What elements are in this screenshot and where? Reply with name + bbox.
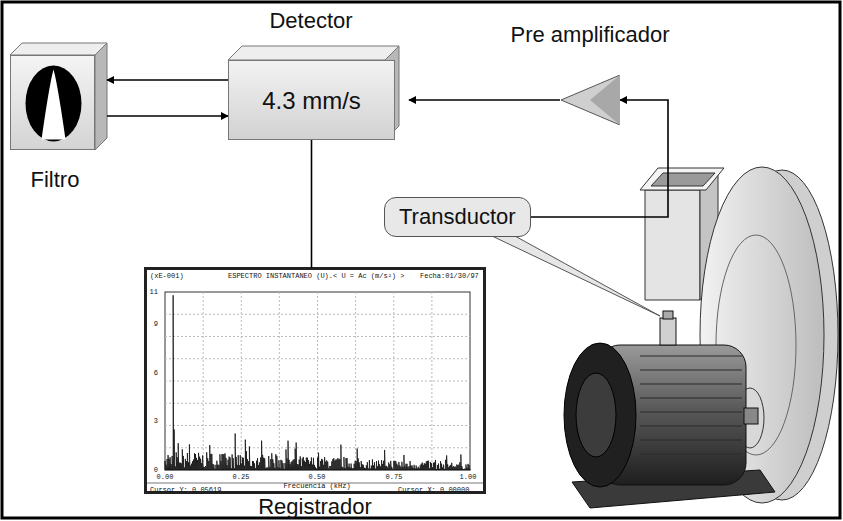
node-heading: Registrador xyxy=(145,494,485,520)
x-axis-title: Frecuencia (kHz) xyxy=(283,482,350,490)
grid-line xyxy=(431,292,432,470)
preamp-symbol: Pre amplificador xyxy=(495,22,685,127)
detector-box-top xyxy=(228,46,399,60)
grid-line xyxy=(165,447,470,448)
motor-fin xyxy=(640,439,742,440)
amp-triangle xyxy=(560,75,620,125)
filter-icon xyxy=(11,56,96,151)
motor-end-cap xyxy=(564,343,636,487)
motor-fins xyxy=(640,356,742,468)
motor-fin xyxy=(640,453,742,454)
sensor-body xyxy=(660,318,676,345)
x-axis-tick: 1.00 xyxy=(460,473,477,481)
motor-fin xyxy=(640,467,742,468)
node-shape xyxy=(145,268,485,493)
screen-frame xyxy=(145,268,485,493)
motor-fin xyxy=(640,355,742,356)
signal-connector xyxy=(409,99,560,101)
amp-triangle-shape xyxy=(561,75,620,125)
grid-line xyxy=(165,403,470,404)
grid-line xyxy=(355,292,356,470)
filter-icon-pass xyxy=(42,70,66,140)
signal-connector xyxy=(531,100,668,217)
filter-box: Filtro xyxy=(10,55,120,203)
sensor-cap xyxy=(663,311,673,319)
plot-area xyxy=(165,292,470,470)
motor-fin xyxy=(640,425,742,426)
cursor-readout: Cursor X: 0.00000 xyxy=(398,486,469,494)
motor-fin xyxy=(640,411,742,412)
node-heading: Filtro xyxy=(10,167,100,193)
y-axis-tick: 6 xyxy=(154,369,158,377)
x-axis-tick: 0.75 xyxy=(386,473,403,481)
motor-end-boss xyxy=(576,373,616,457)
spectrum-trace xyxy=(165,295,471,470)
y-axis-tick: 0 xyxy=(154,466,158,474)
motor-shaft xyxy=(744,408,758,424)
fan-duct xyxy=(645,190,700,300)
x-axis-tick: 0.00 xyxy=(157,473,174,481)
node-text: Transductor xyxy=(399,203,516,231)
filter-icon-disc xyxy=(26,66,82,142)
x-axis-tick: 0.50 xyxy=(309,473,326,481)
motor-illustration xyxy=(564,311,775,508)
amp-triangle-shade xyxy=(590,75,620,125)
filter-box-top xyxy=(10,43,107,55)
cursor-readout: Cursor Y: 0.05619 xyxy=(150,486,221,494)
motor-fin xyxy=(640,369,742,370)
detector-box: 4.3 mm/s Detector xyxy=(222,8,400,140)
grid-line xyxy=(165,314,470,315)
y-axis-tick: 11 xyxy=(150,288,158,296)
motor-fin xyxy=(640,397,742,398)
callout-bubble: Transductor xyxy=(384,197,531,237)
signal-connector xyxy=(311,140,313,268)
grid-line xyxy=(165,425,470,426)
grid-line xyxy=(165,358,470,359)
node-heading: Pre amplificador xyxy=(495,22,685,48)
screen-header: ESPECTRO INSTANTANEO (U).< U = Ac (m/s²)… xyxy=(228,272,404,280)
filter-box-side xyxy=(95,43,107,150)
plot-grid xyxy=(165,292,470,470)
node-shape xyxy=(10,55,95,150)
screen-header: (xE-001) xyxy=(150,272,184,280)
motor-fin xyxy=(640,383,742,384)
grid-line xyxy=(279,292,280,470)
callout-tail xyxy=(492,236,660,316)
signal-connector xyxy=(107,115,228,117)
node-shape xyxy=(560,75,620,125)
x-axis-tick: 0.25 xyxy=(233,473,250,481)
fan-duct-opening xyxy=(651,173,715,186)
signal-connector xyxy=(107,79,228,81)
fan-duct-flange xyxy=(640,168,724,190)
spectrum-line xyxy=(165,295,471,470)
y-axis-tick: 9 xyxy=(154,320,158,328)
grid-line xyxy=(165,381,470,382)
y-axis-tick: 3 xyxy=(154,417,158,425)
node-heading: Detector xyxy=(222,8,400,34)
node-shape: 4.3 mm/s xyxy=(228,60,395,140)
node-text: 4.3 mm/s xyxy=(229,61,394,141)
screen-header: Fecha:01/30/97 xyxy=(420,272,479,280)
grid-line xyxy=(165,336,470,337)
